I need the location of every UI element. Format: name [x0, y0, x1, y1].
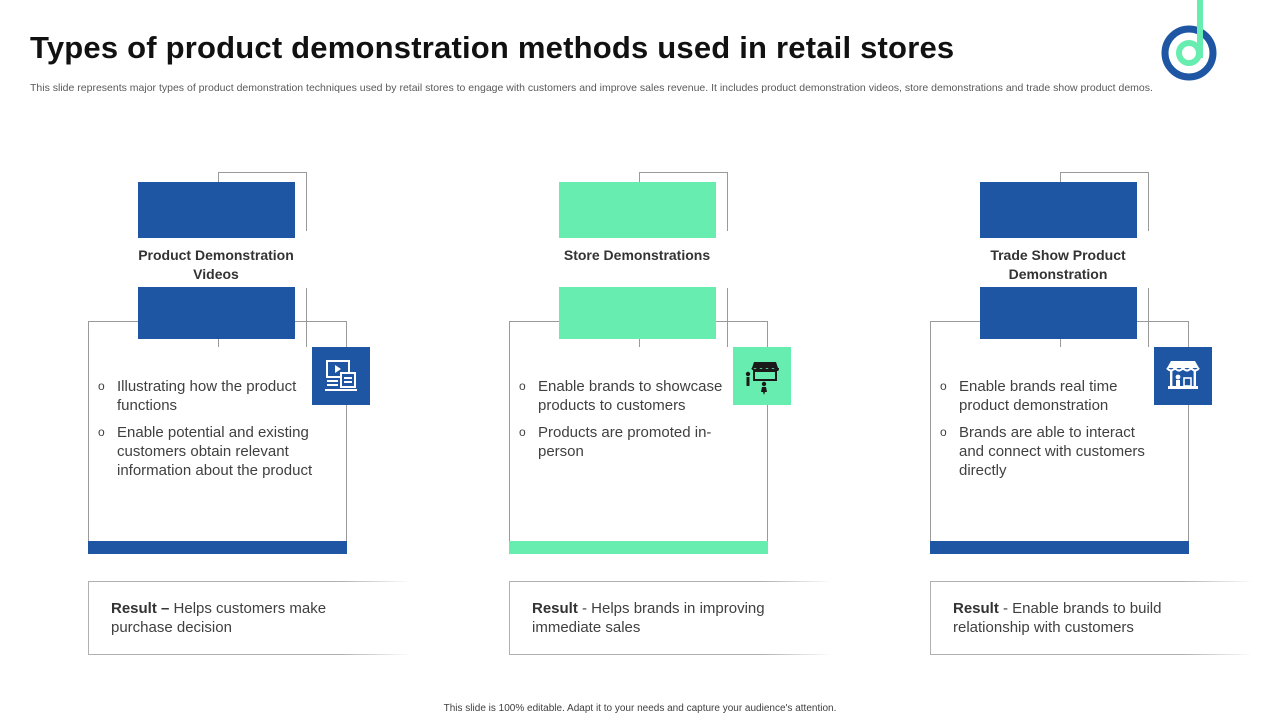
header-accent-top	[559, 182, 716, 238]
result-description: - Enable brands to build relationship wi…	[953, 600, 1162, 636]
page-title: Types of product demonstration methods u…	[30, 30, 955, 65]
result-label: Result –	[111, 600, 170, 617]
result-description: Helps customers make purchase decision	[111, 600, 327, 636]
header-accent-bottom	[559, 287, 716, 339]
result-fade	[341, 580, 411, 656]
card-accent-bar	[930, 541, 1189, 554]
result-box: Result - Helps brands in improving immed…	[509, 580, 832, 656]
bullet-item: Enable brands real time product demonstr…	[940, 377, 1155, 415]
result-description: - Helps brands in improving immediate sa…	[532, 600, 765, 636]
result-fade	[762, 580, 832, 656]
method-heading: Store Demonstrations	[563, 247, 711, 263]
bullet-item: Products are promoted in-person	[519, 423, 734, 461]
page-subtitle: This slide represents major types of pro…	[30, 82, 1153, 94]
result-text: Result – Helps customers make purchase d…	[111, 599, 361, 637]
footer-note: This slide is 100% editable. Adapt it to…	[443, 703, 837, 714]
card-accent-bar	[509, 541, 768, 554]
header-accent-bottom	[980, 287, 1137, 339]
result-box: Result – Helps customers make purchase d…	[88, 580, 411, 656]
method-bullets: Illustrating how the product functions E…	[98, 377, 313, 488]
brand-logo-icon	[1161, 0, 1217, 81]
result-box: Result - Enable brands to build relation…	[930, 580, 1253, 656]
header-accent-bottom	[138, 287, 295, 339]
bullet-item: Illustrating how the product functions	[98, 377, 313, 415]
result-text: Result - Helps brands in improving immed…	[532, 599, 782, 637]
bullet-item: Brands are able to interact and connect …	[940, 423, 1155, 480]
card-accent-bar	[88, 541, 347, 554]
method-bullets: Enable brands real time product demonstr…	[940, 377, 1155, 488]
market-stall-icon	[1154, 347, 1212, 405]
video-presentation-icon	[312, 347, 370, 405]
bullet-item: Enable potential and existing customers …	[98, 423, 313, 480]
method-card-tradeshow: Trade Show Product Demonstration Enable …	[930, 172, 1280, 662]
method-card-videos: Product Demonstration Videos Illustratin…	[88, 172, 508, 662]
header-accent-top	[980, 182, 1137, 238]
bullet-item: Enable brands to showcase products to cu…	[519, 377, 734, 415]
result-label: Result	[532, 600, 578, 617]
result-label: Result	[953, 600, 999, 617]
storefront-people-icon	[733, 347, 791, 405]
method-card-store: Store Demonstrations Enable brands to sh…	[509, 172, 929, 662]
method-bullets: Enable brands to showcase products to cu…	[519, 377, 734, 469]
method-heading: Product Demonstration Videos	[138, 247, 294, 282]
method-heading: Trade Show Product Demonstration	[990, 247, 1126, 282]
result-text: Result - Enable brands to build relation…	[953, 599, 1203, 637]
result-fade	[1183, 580, 1253, 656]
header-accent-top	[138, 182, 295, 238]
